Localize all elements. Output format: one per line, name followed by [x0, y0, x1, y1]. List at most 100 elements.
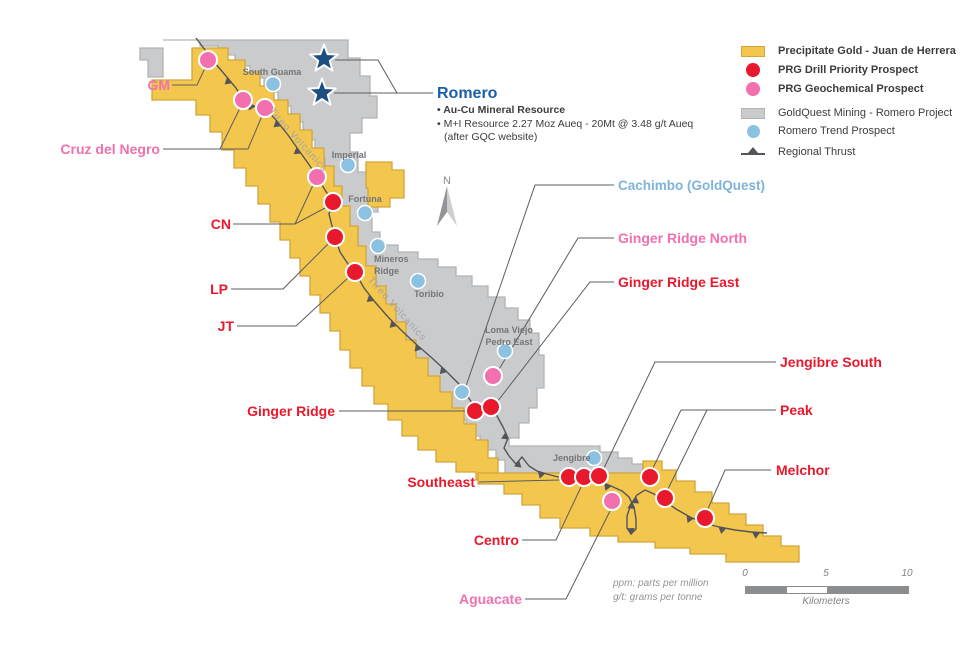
thrust-tooth-icon	[627, 527, 635, 535]
leader-line	[237, 276, 350, 327]
legend-item-4: Romero Trend Prospect	[740, 122, 895, 140]
scale-tick-5: 5	[823, 568, 829, 579]
thrust-tooth-icon	[293, 147, 302, 155]
scale-tick-10: 10	[901, 568, 913, 579]
label-centro: Centro	[474, 532, 519, 548]
label-gm: GM	[147, 77, 170, 93]
thrust-tooth-icon	[224, 77, 233, 85]
thrust-tooth-icon	[389, 320, 398, 328]
units-note-ppm: ppm: parts per million	[613, 578, 709, 589]
thrust-tooth-icon	[439, 366, 448, 375]
leader-line	[172, 65, 207, 86]
scale-bar-segment	[787, 587, 827, 593]
legend-item-1: PRG Drill Priority Prospect	[740, 61, 918, 79]
cn-prospect-dot	[323, 192, 343, 212]
legend-item-0: Precipitate Gold - Juan de Herrera	[740, 42, 956, 60]
ginger-ridge-north-prospect-dot	[483, 366, 503, 386]
aguacate-prospect-dot	[602, 491, 622, 511]
legend-item-label: Precipitate Gold - Juan de Herrera	[778, 45, 956, 57]
place-imperial: Imperial	[332, 150, 367, 160]
thrust-tooth-icon	[627, 501, 635, 509]
fortuna-prospect-dot	[356, 204, 374, 222]
toribio-prospect-dot	[409, 272, 427, 290]
thrust-symbol-icon	[740, 147, 766, 157]
thrust-tooth-icon	[686, 515, 694, 524]
units-note-gt: g/t: grams per tonne	[613, 592, 703, 603]
romero-deposit-star-icon	[309, 43, 339, 72]
area-swatch-icon	[740, 45, 766, 57]
juan-de-herrera-detached-block	[365, 161, 405, 208]
legend-item-5: Regional Thrust	[740, 143, 855, 161]
label-lp: LP	[210, 281, 228, 297]
leader-line	[335, 59, 398, 94]
leader-line	[651, 409, 682, 471]
legend-item-2: PRG Geochemical Prospect	[740, 80, 924, 98]
scale-bar-unit: Kilometers	[802, 596, 850, 607]
leader-line	[525, 510, 611, 600]
juan-de-herrera-south-block	[477, 460, 800, 563]
thrust-tooth-icon	[366, 294, 375, 302]
leader-line	[219, 107, 241, 150]
leader-line	[706, 469, 771, 512]
area-swatch-icon	[740, 107, 766, 119]
label-jengibre-south: Jengibre South	[780, 354, 882, 370]
thrust-tooth-icon	[604, 483, 612, 491]
leader-line	[231, 242, 330, 290]
place-mineros: Mineros	[374, 254, 409, 264]
legend-item-label: Regional Thrust	[778, 146, 856, 158]
leader-line	[602, 361, 776, 471]
place-jengibre: Jengibre	[553, 453, 591, 463]
legend-item-label: PRG Drill Priority Prospect	[778, 64, 918, 76]
melchor-prospect-dot	[695, 508, 715, 528]
place-toribio: Toribio	[414, 289, 444, 299]
leader-line	[496, 281, 614, 403]
thrust-tooth-icon	[273, 120, 282, 128]
jengibre-prospect-dot	[585, 449, 603, 467]
units-note: ppm: parts per million g/t: grams per to…	[613, 577, 709, 605]
jt-prospect-dot	[345, 262, 365, 282]
scale-tick-0: 0	[742, 568, 748, 579]
jengibre-south-prospect-dot	[589, 466, 609, 486]
thrust-tooth-icon	[718, 526, 727, 535]
thrust-tooth-icon	[752, 532, 761, 539]
leader-line	[522, 486, 582, 541]
prospect-dot-icon	[740, 124, 766, 138]
scale-bar-segment	[746, 587, 787, 593]
peak-east-prospect-dot	[655, 488, 675, 508]
compass-n: N	[443, 175, 451, 187]
thrust-tooth-icon	[631, 496, 640, 504]
compass-needle-left	[437, 186, 447, 226]
label-ginger-ridge-east: Ginger Ridge East	[618, 274, 740, 290]
label-romero-title: Romero	[437, 85, 498, 102]
cn-area-geochem-prospect-dot	[307, 167, 327, 187]
gm-prospect-dot	[198, 50, 218, 70]
prospect-dot-icon	[740, 82, 766, 96]
label-peak: Peak	[780, 402, 813, 418]
thrust-tooth-icon	[513, 460, 522, 468]
place-south-guama: South Guama	[243, 67, 302, 77]
thrust-tooth-icon	[501, 432, 509, 440]
prospect-dot-icon	[740, 63, 766, 77]
cruz-del-negro-east-prospect-dot	[255, 98, 275, 118]
leader-line	[497, 237, 614, 372]
label-cruz-del-negro: Cruz del Negro	[60, 141, 160, 157]
scale-bar-segment	[827, 587, 908, 593]
leader-line	[465, 184, 614, 387]
legend-item-label: Romero Trend Prospect	[778, 125, 895, 137]
label-romero-bullet-3: (after GQC website)	[444, 131, 537, 143]
label-jt: JT	[218, 318, 235, 334]
label-romero-bullet-1: • Au-Cu Mineral Resource	[437, 104, 565, 116]
legend-item-3: GoldQuest Mining - Romero Project	[740, 104, 952, 122]
loma-viejo-pedro-east-prospect-dot	[496, 342, 514, 360]
label-ginger-ridge-north: Ginger Ridge North	[618, 230, 747, 246]
label-cachimbo: Cachimbo (GoldQuest)	[618, 178, 765, 193]
leader-line	[666, 409, 708, 492]
mineros-ridge-prospect-dot	[369, 237, 387, 255]
leader-line	[478, 479, 561, 483]
compass-needle-right	[447, 186, 457, 226]
place-fortuna: Fortuna	[348, 194, 382, 204]
peak-west-prospect-dot	[640, 467, 660, 487]
label-aguacate: Aguacate	[459, 591, 522, 607]
